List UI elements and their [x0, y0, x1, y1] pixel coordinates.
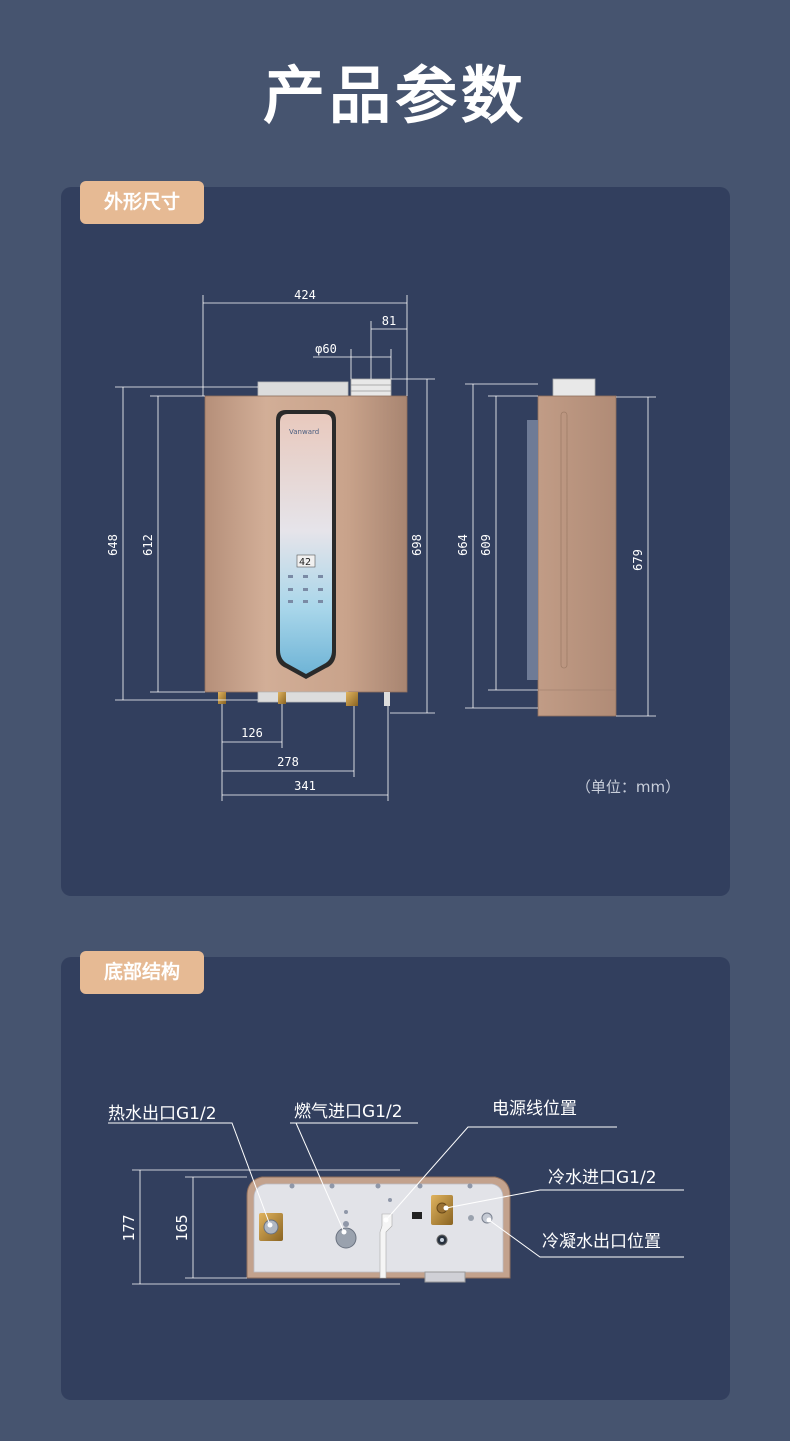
page-title: 产品参数	[262, 59, 527, 132]
dim-177: 177	[120, 1214, 138, 1241]
dim-341: 341	[294, 779, 316, 793]
dim-side-height-total: 679	[631, 549, 645, 571]
callout-leaders	[108, 1122, 684, 1258]
dimensions-tag: 外形尺寸	[80, 181, 204, 224]
unit-label: （单位：mm）	[576, 778, 680, 796]
front-dimension-lines	[115, 295, 435, 801]
svg-text:42: 42	[299, 557, 311, 568]
bottom-structure-tag: 底部结构	[80, 951, 204, 994]
front-dimension-labels: 424 81 φ60 648 612 698 126 278 341	[106, 288, 424, 793]
gas-inlet	[335, 1227, 357, 1249]
dim-flue-offset: 81	[382, 314, 396, 328]
dim-height-outer: 648	[106, 534, 120, 556]
side-dimension-lines	[465, 383, 656, 717]
flue-pipe	[350, 378, 392, 398]
side-dimension-labels: 664 609 679	[456, 534, 645, 571]
dim-height-inner: 612	[141, 534, 155, 556]
mounting-bracket-bottom	[257, 691, 349, 703]
dim-width: 424	[294, 288, 316, 302]
dim-flue-diameter: φ60	[315, 342, 337, 356]
side-body	[537, 395, 617, 717]
cold-water-pipe	[346, 692, 358, 706]
hot-water-pipe	[218, 692, 226, 704]
dim-height-total: 698	[410, 534, 424, 556]
label-condensate-outlet: 冷凝水出口位置	[542, 1232, 661, 1252]
dim-side-height-outer: 664	[456, 534, 470, 556]
condensate-pipe	[384, 692, 390, 706]
temperature-display	[296, 554, 316, 568]
bottom-view	[246, 1176, 511, 1283]
side-view	[527, 378, 617, 717]
side-flue	[552, 378, 596, 398]
bottom-dimension-lines	[132, 1169, 400, 1285]
front-view: Vanward 42	[204, 378, 408, 706]
power-cord	[379, 1213, 393, 1279]
label-gas-inlet: 燃气进口G1/2	[294, 1102, 403, 1122]
dim-side-height-inner: 609	[479, 534, 493, 556]
dim-126: 126	[241, 726, 263, 740]
mounting-bracket-top	[257, 381, 349, 397]
svg-text:Vanward: Vanward	[289, 428, 319, 436]
gas-pipe	[278, 692, 286, 704]
dim-278: 278	[277, 755, 299, 769]
label-hot-water-outlet: 热水出口G1/2	[108, 1104, 217, 1124]
label-power-cord: 电源线位置	[492, 1099, 577, 1119]
dim-165: 165	[173, 1214, 191, 1241]
label-cold-water-inlet: 冷水进口G1/2	[548, 1168, 657, 1188]
